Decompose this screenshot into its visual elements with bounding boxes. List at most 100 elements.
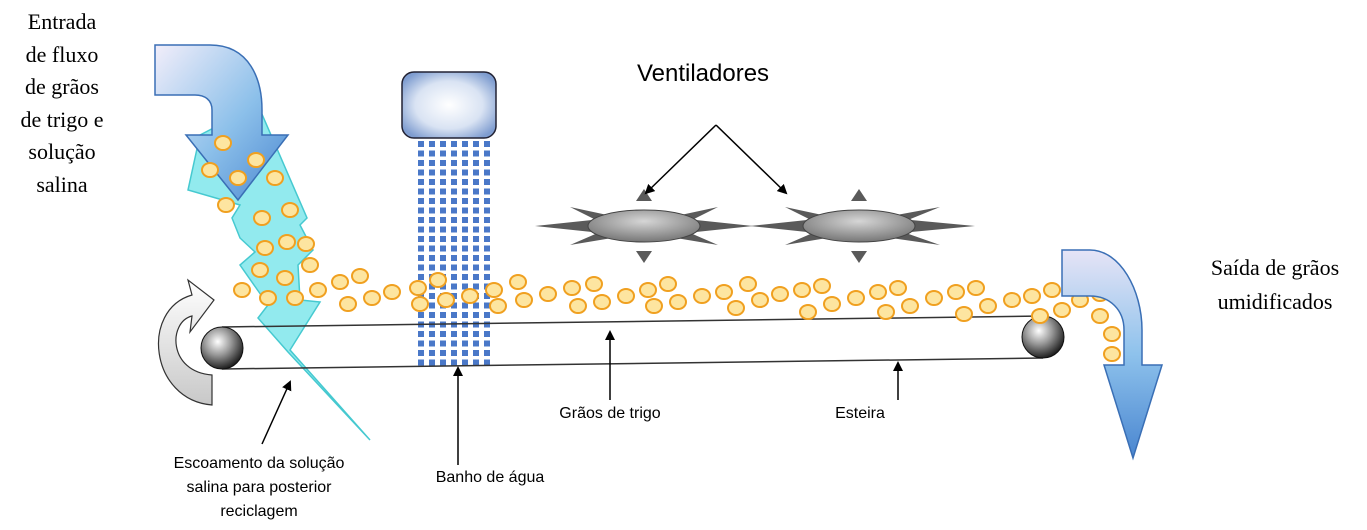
water-drop bbox=[484, 188, 490, 195]
belt-bottom bbox=[221, 357, 1044, 370]
water-drop bbox=[473, 350, 479, 356]
wheat-grain bbox=[693, 288, 711, 304]
wheat-grain bbox=[309, 282, 327, 298]
water-drop bbox=[451, 350, 457, 356]
water-drop bbox=[418, 179, 424, 185]
water-drop bbox=[451, 207, 457, 214]
fan-right bbox=[750, 189, 975, 263]
wheat-grain bbox=[461, 288, 479, 304]
water-drop bbox=[418, 340, 424, 347]
wheat-grain bbox=[286, 290, 304, 306]
water-drop bbox=[451, 264, 457, 271]
water-drop bbox=[451, 340, 457, 347]
water-drop bbox=[462, 198, 468, 204]
wheat-grain bbox=[339, 296, 357, 312]
water-drop bbox=[418, 141, 424, 147]
water-drop bbox=[484, 321, 490, 328]
water-drop bbox=[418, 264, 424, 271]
water-drop bbox=[440, 169, 446, 176]
water-drop bbox=[462, 226, 468, 233]
water-drop bbox=[429, 169, 435, 176]
water-drop bbox=[440, 160, 446, 166]
wheat-grain bbox=[645, 298, 663, 314]
water-drop bbox=[484, 141, 490, 147]
inlet-label-line: de fluxo bbox=[25, 41, 99, 67]
water-drop bbox=[462, 283, 468, 290]
wheat-grain bbox=[363, 290, 381, 306]
water-drop bbox=[473, 264, 479, 271]
water-drop bbox=[462, 236, 468, 242]
water-drop bbox=[462, 255, 468, 261]
water-drop bbox=[429, 188, 435, 195]
water-drop bbox=[451, 217, 457, 223]
water-drop bbox=[484, 312, 490, 318]
water-drop bbox=[429, 255, 435, 261]
wheat-grain bbox=[1043, 282, 1061, 298]
water-drop bbox=[440, 226, 446, 233]
water-drop bbox=[429, 331, 435, 337]
water-drop bbox=[451, 198, 457, 204]
water-drop bbox=[440, 141, 446, 147]
water-drop bbox=[418, 217, 424, 223]
water-drop bbox=[451, 226, 457, 233]
water-drop bbox=[429, 359, 435, 366]
inlet-label-line: de trigo e bbox=[20, 106, 104, 132]
wheat-grain bbox=[351, 268, 369, 284]
wheat-grain bbox=[869, 284, 887, 300]
wheat-grain bbox=[739, 276, 757, 292]
water-drop bbox=[473, 302, 479, 309]
wheat-grain bbox=[669, 294, 687, 310]
water-drop bbox=[451, 150, 457, 157]
wheat-grain bbox=[901, 298, 919, 314]
water-drop bbox=[462, 264, 468, 271]
water-drop bbox=[418, 350, 424, 356]
water-drop bbox=[429, 245, 435, 252]
wheat-grain bbox=[947, 284, 965, 300]
water-drop bbox=[451, 169, 457, 176]
water-drop bbox=[462, 321, 468, 328]
water-drop bbox=[484, 198, 490, 204]
water-drop bbox=[462, 350, 468, 356]
water-drop bbox=[418, 188, 424, 195]
outlet-arrow bbox=[1061, 249, 1164, 461]
water-drop bbox=[451, 236, 457, 242]
water-spray-box bbox=[401, 71, 497, 139]
water-drop bbox=[418, 198, 424, 204]
wheat-grain bbox=[201, 162, 219, 178]
water-drop bbox=[451, 255, 457, 261]
water-drop bbox=[484, 245, 490, 252]
water-drop bbox=[462, 359, 468, 366]
water-drop bbox=[473, 331, 479, 337]
water-drop bbox=[451, 141, 457, 147]
water-drop bbox=[451, 160, 457, 166]
water-drop bbox=[462, 207, 468, 214]
water-drop bbox=[451, 331, 457, 337]
inlet-label-line: Entrada bbox=[27, 9, 97, 34]
wheat-grain bbox=[276, 270, 294, 286]
wheat-grain bbox=[1053, 302, 1071, 318]
water-drop bbox=[429, 302, 435, 309]
belt-top bbox=[221, 315, 1044, 328]
inlet-label: Entrada de fluxo de grãos de trigo e sol… bbox=[0, 6, 124, 201]
wheat-grain bbox=[253, 210, 271, 226]
water-drop bbox=[418, 245, 424, 252]
water-drop bbox=[440, 331, 446, 337]
water-drop bbox=[440, 198, 446, 204]
wheat-grain bbox=[569, 298, 587, 314]
water-drop bbox=[484, 169, 490, 176]
water-drop bbox=[484, 236, 490, 242]
water-drop bbox=[451, 302, 457, 309]
fan-left-body bbox=[587, 209, 701, 243]
water-drop bbox=[418, 312, 424, 318]
water-drop bbox=[473, 217, 479, 223]
water-drop bbox=[440, 264, 446, 271]
drain-label-line: Escoamento da solução bbox=[173, 455, 345, 472]
wheat-grain bbox=[515, 292, 533, 308]
water-drop bbox=[484, 160, 490, 166]
water-drop bbox=[484, 359, 490, 366]
water-drop bbox=[484, 274, 490, 280]
water-drop bbox=[473, 160, 479, 166]
water-drop bbox=[429, 198, 435, 204]
